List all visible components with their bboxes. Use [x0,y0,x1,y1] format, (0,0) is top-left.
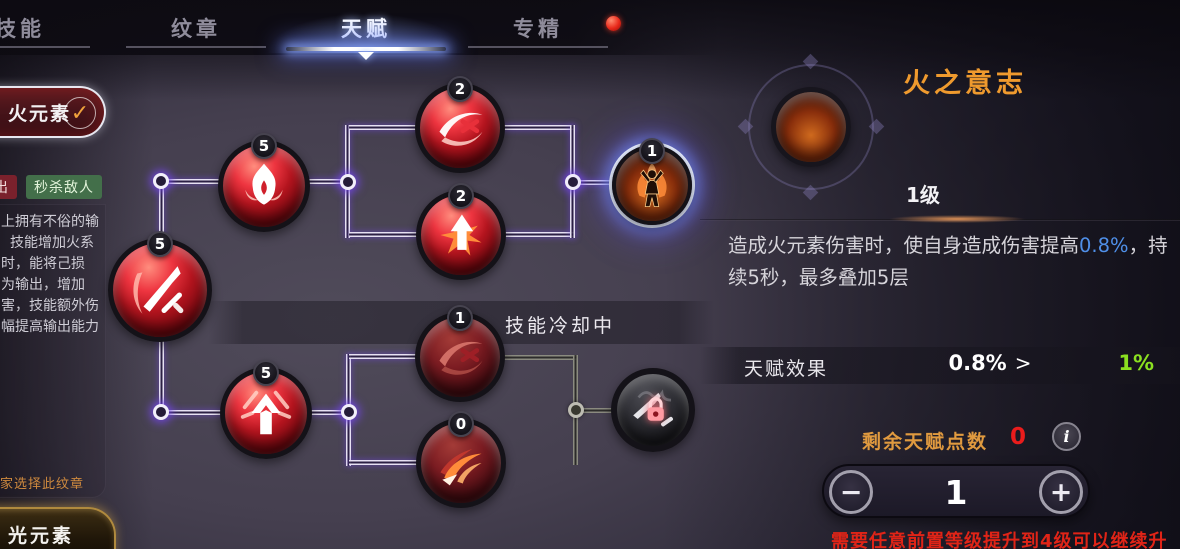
tab-mastery[interactable]: 专精 [463,0,613,55]
node-level-badge: 2 [447,76,473,102]
node-level-badge: 1 [639,138,665,164]
node-level-badge: 1 [447,305,473,331]
chevron-right-icon: > [1014,351,1032,375]
node-orb [771,87,851,167]
compass-decoration [737,53,885,201]
tab-emblem-label: 纹章 [171,16,221,41]
talent-node-burst[interactable]: 2 [416,183,506,280]
tab-mastery-label: 专精 [513,16,563,41]
tree-junction-dot-locked [568,402,584,418]
tree-connector-line [160,410,270,415]
description-line: 害，技能额外伤 [1,298,99,314]
talent-node-will-selected[interactable]: 1 [612,138,692,225]
element-selector-fire[interactable]: 火元素 ✓ [0,86,106,138]
talent-effect-row[interactable]: 天赋效果 0.8% > 1% [700,347,1180,384]
tree-junction-dot [153,173,169,189]
minus-button[interactable]: − [829,470,873,514]
description-highlight-value: 0.8% [1079,234,1129,257]
description-line: 为输出，增加 [1,277,85,293]
node-level-badge: 0 [448,411,474,437]
tree-junction-dot [153,404,169,420]
description-line: 技能增加火系 [10,235,94,251]
tab-active-caret-icon [358,52,374,60]
node-level-badge: 5 [251,133,277,159]
effect-current-value: 0.8% > [925,351,1055,375]
tree-connector-line [349,460,461,465]
remaining-points-value: 0 [1010,424,1027,450]
notification-dot-icon [606,16,621,31]
node-level-badge: 2 [448,183,474,209]
compass-ring [748,64,874,190]
claw-burst-icon [440,449,482,486]
emblem-hint-text: 家选择此纹章 [0,477,85,492]
talent-node-locked[interactable] [611,368,695,452]
description-line: 时，能将己损 [1,256,85,272]
element-description: 上拥有不俗的输 技能增加火系 时，能将己损 为输出，增加 害，技能额外伤 幅提高… [1,212,141,338]
tag-badge: 秒杀敌人 [26,175,102,199]
talent-level: 1级 [906,183,940,207]
element-tags: 出 秒杀敌人 [0,175,102,199]
info-icon[interactable]: i [1052,422,1081,451]
tab-emblem[interactable]: 纹章 [121,0,271,55]
flame-icon [245,163,283,205]
talent-node-flame[interactable]: 5 [218,133,310,232]
tab-underline [468,46,608,48]
description-line: 幅提高输出能力 [1,319,99,335]
talent-node-slash[interactable]: 2 [415,76,505,173]
divider-glint [872,214,1042,224]
effect-next-value: 1% [1118,351,1154,375]
check-icon: ✓ [64,97,96,129]
talent-node-claw[interactable]: 0 [416,411,506,508]
remaining-points-label: 剩余天赋点数 [862,431,989,453]
tree-connector-line-locked [576,408,616,413]
element-selector-light[interactable]: 光元素 [0,507,116,549]
element-name: 火元素 [8,102,72,125]
tab-active-glow [266,13,466,53]
effect-label: 天赋效果 [744,358,829,380]
tab-skills-label: 技能 [0,16,45,41]
node-level-badge: 5 [253,360,279,386]
tree-connector-line [572,180,614,185]
element-name: 光元素 [8,525,75,547]
tab-skills[interactable]: 技能 [0,0,95,55]
tree-junction-dot [341,404,357,420]
node-level-badge: 5 [147,231,173,257]
plus-button[interactable]: + [1039,470,1083,514]
cooldown-status-text: 技能冷却中 [505,315,616,337]
tree-connector-line-locked [500,355,578,360]
talent-node-sword[interactable]: 5 [108,231,212,342]
tree-junction-dot [340,174,356,190]
slash-cross-icon [439,112,483,146]
tree-connector-line [349,354,460,359]
burst-arrow-icon [440,214,482,256]
level-stepper: − 1 + [822,464,1090,518]
locked-sword-icon [633,389,673,427]
sword-icon [133,266,184,314]
arrow-strike-icon [240,390,292,435]
upgrade-warning-text: 需要任意前置等级提升到4级可以继续升级 [831,531,1168,549]
tab-underline [0,46,90,48]
talent-node-cooldown[interactable]: 1 [415,305,505,402]
talent-node-arrow[interactable]: 5 [220,360,312,459]
tree-junction-dot [565,174,581,190]
element-info-card [0,204,106,498]
tab-active-underline [286,47,446,51]
tag-badge: 出 [0,175,17,199]
effect-current-number: 0.8% [948,351,1007,375]
description-line: 上拥有不俗的输 [1,214,99,230]
talent-detail-icon [771,87,851,167]
description-text: 造成火元素伤害时，使自身造成伤害提高 [728,234,1080,257]
description-text: ，持续5秒，最多叠加5层 [728,234,1168,289]
talent-description: 造成火元素伤害时，使自身造成伤害提高0.8%，持续5秒，最多叠加5层 [728,230,1175,293]
talent-title: 火之意志 [903,68,1027,99]
tab-underline [126,46,266,48]
tab-talent[interactable]: 天赋 [266,0,466,60]
tab-bar: 技能 纹章 天赋 专精 [0,0,720,60]
slash-cross-icon-dim [439,341,483,375]
stepper-value: 1 [944,473,968,512]
fire-person-icon [637,162,667,207]
